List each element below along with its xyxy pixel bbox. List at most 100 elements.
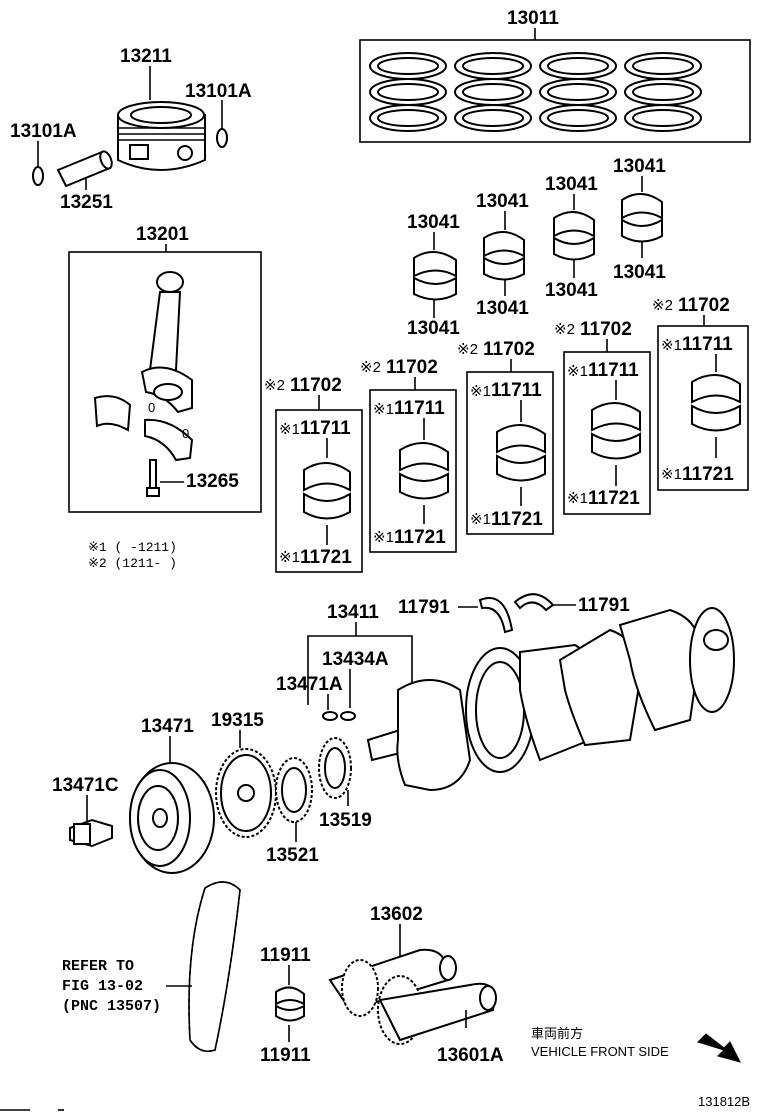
part-13041-b4-bot[interactable]: 13041 [613, 262, 666, 283]
svg-text:0: 0 [182, 426, 189, 441]
part-11702-set5[interactable]: 11702 [678, 295, 730, 316]
piston-drawing [117, 101, 206, 171]
part-11721-set4[interactable]: 11721 [588, 488, 640, 509]
pulley-bolt-drawing [69, 818, 113, 848]
svg-text:0: 0 [148, 400, 155, 415]
note-2: ※2 (1211- ) [88, 556, 177, 571]
part-13519-label[interactable]: 13519 [319, 810, 372, 831]
refer-line-3: (PNC 13507) [62, 998, 161, 1015]
part-13601A-label[interactable]: 13601A [437, 1045, 504, 1066]
part-11711-set1[interactable]: 11711 [300, 418, 351, 439]
part-11791-right[interactable]: 11791 [578, 595, 630, 616]
m1-low-mark: ※1 [279, 549, 300, 566]
refer-note: REFER TO FIG 13-02 (PNC 13507) [62, 958, 192, 1015]
part-13041-b2-top[interactable]: 13041 [476, 191, 529, 212]
m3-set-mark: ※2 [457, 341, 478, 358]
rod-bearing-4: 13041 13041 [613, 156, 666, 283]
main-bearing-set-5: ※2 11702 ※1 11711 ※1 11721 [652, 295, 749, 491]
part-13041-b1-top[interactable]: 13041 [407, 212, 460, 233]
balance-bearing-group: 11911 11911 [260, 945, 311, 1066]
m5-frame [657, 325, 749, 491]
refer-line-2[interactable]: FIG 13-02 [62, 978, 143, 995]
main-bearing-set-1: ※2 11702 ※1 11711 ※1 11721 [264, 375, 363, 573]
snap-ring-left [32, 166, 44, 186]
piston-group: 13211 13101A 13101A 13251 [10, 46, 252, 213]
part-11702-set1[interactable]: 11702 [290, 375, 342, 396]
part-13471C-label[interactable]: 13471C [52, 775, 119, 796]
part-11721-set1[interactable]: 11721 [300, 547, 352, 568]
timing-chain-drawing [188, 881, 241, 1053]
part-13041-b1-bot[interactable]: 13041 [407, 318, 460, 339]
part-11702-set3[interactable]: 11702 [483, 339, 535, 360]
part-11711-set4[interactable]: 11711 [588, 360, 639, 381]
part-13041-b3-bot[interactable]: 13041 [545, 280, 598, 301]
part-11911-bot[interactable]: 11911 [260, 1045, 311, 1066]
part-11721-set5[interactable]: 11721 [682, 464, 734, 485]
m5-up-mark: ※1 [661, 337, 682, 354]
sprocket-13519-group: 13519 [318, 737, 372, 831]
m1-up-mark: ※1 [279, 421, 300, 438]
m2-frame [369, 389, 457, 553]
m3-low-mark: ※1 [470, 511, 491, 528]
rod-bearing-1: 13041 13041 [407, 212, 460, 339]
connecting-rod-group: 13201 0 0 13265 ※1 ( -1211) ※2 (1211- ) [68, 224, 262, 571]
part-13411-label[interactable]: 13411 [327, 602, 379, 623]
part-13265-label[interactable]: 13265 [186, 471, 239, 492]
part-13041-b2-bot[interactable]: 13041 [476, 298, 529, 319]
connecting-rod-drawing: 0 0 [93, 271, 194, 462]
part-11702-set2[interactable]: 11702 [386, 357, 438, 378]
part-13521-label[interactable]: 13521 [266, 845, 319, 866]
main-bearing-set-4: ※2 11702 ※1 11711 ※1 11721 [554, 319, 651, 515]
m5-low-mark: ※1 [661, 466, 682, 483]
part-11791-left[interactable]: 11791 [398, 597, 450, 618]
m4-low-mark: ※1 [567, 490, 588, 507]
ring-set-frame [359, 39, 751, 143]
part-13434A-label[interactable]: 13434A [322, 649, 389, 670]
part-13471-label[interactable]: 13471 [141, 716, 194, 737]
piston-pin-drawing [56, 150, 113, 188]
key-13434A [340, 711, 356, 721]
balance-shaft-group: 13602 13601A [328, 904, 504, 1066]
connecting-rod-frame [68, 251, 262, 513]
piston-ring-set-group: 13011 [359, 8, 751, 143]
part-13041-b3-top[interactable]: 13041 [545, 174, 598, 195]
part-13101A-right-label[interactable]: 13101A [185, 81, 252, 102]
m3-up-mark: ※1 [470, 383, 491, 400]
part-13471A-label[interactable]: 13471A [276, 674, 343, 695]
part-13011-label[interactable]: 13011 [507, 8, 559, 29]
sprocket-13521-group: 13521 [266, 757, 319, 866]
part-11721-set3[interactable]: 11721 [491, 509, 543, 530]
m3-frame [466, 371, 554, 535]
vehicle-front-indicator: 車両前方 VEHICLE FRONT SIDE [531, 1026, 741, 1063]
part-11721-set2[interactable]: 11721 [394, 527, 446, 548]
key-13471A [322, 711, 338, 721]
refer-line-1: REFER TO [62, 958, 134, 975]
part-13602-label[interactable]: 13602 [370, 904, 423, 925]
part-11911-top[interactable]: 11911 [260, 945, 311, 966]
part-13211-label[interactable]: 13211 [120, 46, 172, 67]
m5-set-mark: ※2 [652, 297, 673, 314]
part-11711-set3[interactable]: 11711 [491, 380, 542, 401]
snap-ring-right [216, 128, 228, 148]
piston-rings [369, 52, 702, 132]
m2-set-mark: ※2 [360, 359, 381, 376]
main-bearing-set-2: ※2 11702 ※1 11711 ※1 11721 [360, 357, 457, 553]
m4-set-mark: ※2 [554, 321, 575, 338]
front-arrow-icon [697, 1033, 741, 1063]
crank-pulley-group: 13471 13471C [52, 716, 215, 874]
part-13101A-left-label[interactable]: 13101A [10, 121, 77, 142]
m4-frame [563, 351, 651, 515]
part-13251-label[interactable]: 13251 [60, 192, 113, 213]
part-11711-set5[interactable]: 11711 [682, 334, 733, 355]
direction-en: VEHICLE FRONT SIDE [531, 1044, 669, 1059]
m1-frame [275, 409, 363, 573]
part-11702-set4[interactable]: 11702 [580, 319, 632, 340]
rod-bearing-3: 13041 13041 [545, 174, 598, 301]
part-13201-label[interactable]: 13201 [136, 224, 189, 245]
part-13041-b4-top[interactable]: 13041 [613, 156, 666, 177]
part-11711-set2[interactable]: 11711 [394, 398, 445, 419]
part-19315-label[interactable]: 19315 [211, 710, 264, 731]
m1-set-mark: ※2 [264, 377, 285, 394]
